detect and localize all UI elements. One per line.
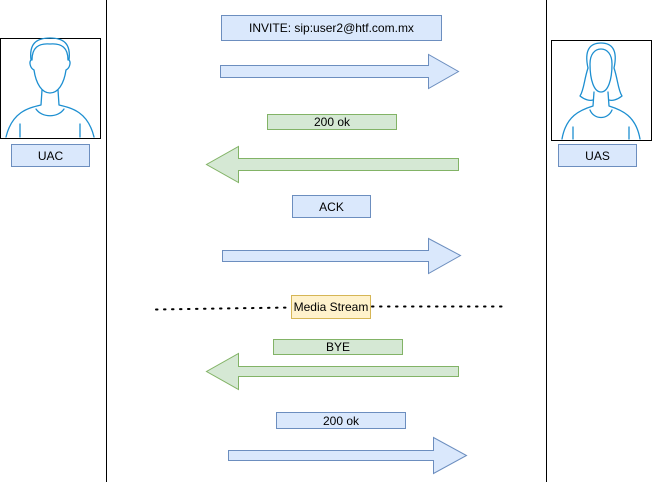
ack-message-label: ACK: [292, 195, 371, 218]
bye-arrow: [205, 352, 459, 391]
bye-message-label: BYE: [273, 339, 403, 355]
uac-label: UAC: [11, 144, 90, 167]
media-stream-label: Media Stream: [291, 295, 371, 319]
ok-message-label: 200 ok: [267, 114, 397, 130]
uas-actor: [551, 40, 652, 141]
bye-ok-arrow: [228, 436, 468, 475]
media-stream-line-left: [155, 306, 291, 311]
male-user-icon: [5, 37, 95, 138]
uas-label: UAS: [558, 144, 637, 167]
ack-arrow: [222, 237, 462, 275]
invite-arrow: [220, 53, 460, 90]
bye-ok-message-label: 200 ok: [276, 412, 406, 429]
ok-response-arrow: [205, 145, 459, 184]
uac-actor: [0, 37, 101, 139]
invite-message-label: INVITE: sip:user2@htf.com.mx: [221, 15, 442, 41]
female-user-icon: [561, 42, 641, 140]
